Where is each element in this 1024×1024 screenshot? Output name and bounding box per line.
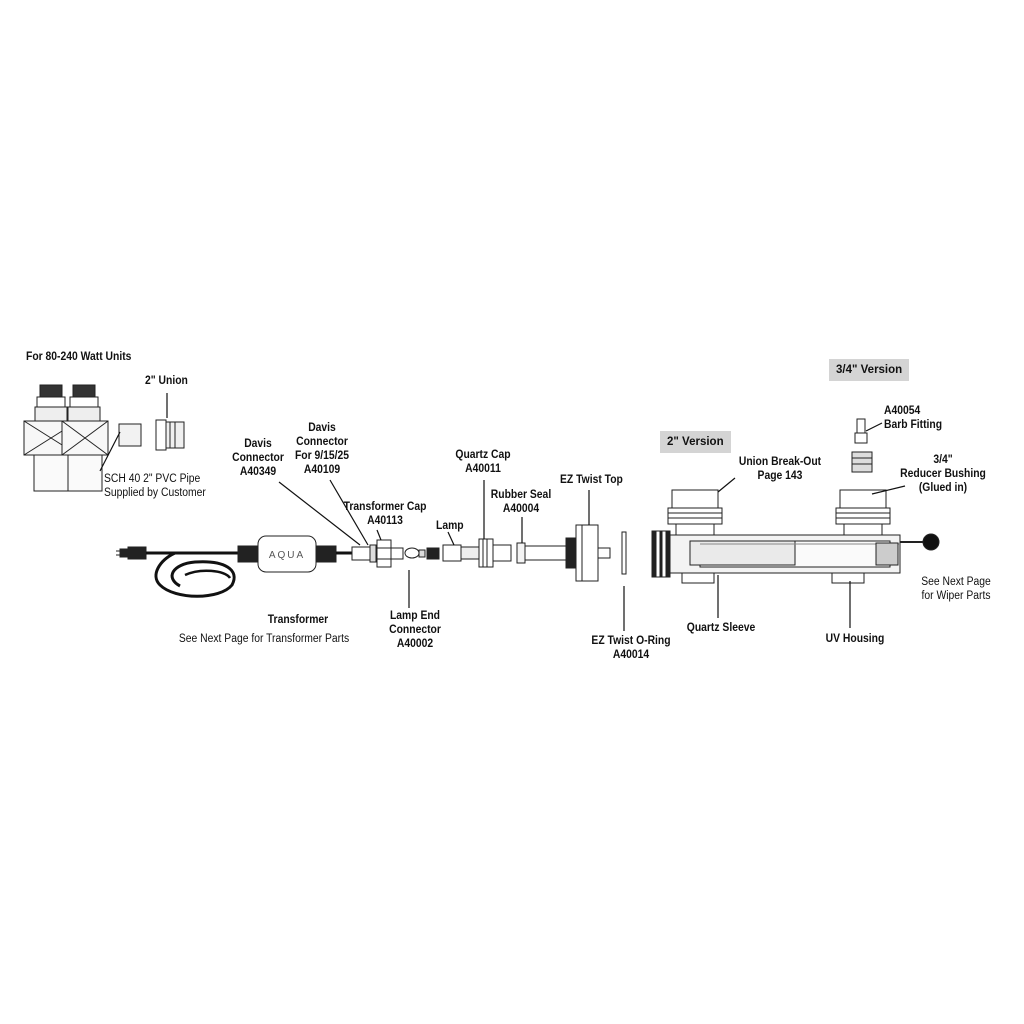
label-lamp: Lamp — [436, 520, 464, 532]
label-rubber-seal: Rubber Seal A40004 — [490, 489, 552, 515]
label-quartz-sleeve: Quartz Sleeve — [686, 622, 756, 634]
uv-housing — [651, 418, 940, 584]
leader-lines — [99, 393, 906, 631]
label-a40054-barb: A40054 Barb Fitting — [884, 405, 943, 431]
label-transformer-parts: See Next Page for Transformer Parts — [178, 633, 350, 645]
brand-logo: AQUA — [269, 550, 305, 561]
label-davis-a40109: Davis Connector For 9/15/25 A40109 — [294, 422, 350, 476]
label-davis-a40349: Davis Connector A40349 — [232, 438, 284, 478]
connector-chain — [351, 524, 627, 582]
badge-34in-version: 3/4" Version — [829, 359, 910, 381]
label-union-breakout: Union Break-Out Page 143 — [738, 456, 822, 482]
transformer — [116, 535, 352, 598]
tee-fittings-assembly — [23, 384, 185, 492]
label-wiper-parts: See Next Page for Wiper Parts — [921, 576, 991, 602]
label-transformer: Transformer — [267, 614, 329, 626]
label-uv-housing: UV Housing — [825, 633, 885, 645]
label-watt-units: For 80-240 Watt Units — [26, 351, 132, 363]
label-2in-union: 2" Union — [145, 375, 188, 387]
label-pvc-pipe: SCH 40 2" PVC Pipe Supplied by Customer — [104, 473, 206, 499]
label-ez-twist-top: EZ Twist Top — [560, 474, 623, 486]
label-quartz-cap: Quartz Cap A40011 — [455, 449, 511, 475]
label-reducer-bushing: 3/4" Reducer Bushing (Glued in) — [900, 454, 986, 494]
label-transformer-cap: Transformer Cap A40113 — [343, 501, 427, 527]
label-ez-twist-oring: EZ Twist O-Ring A40014 — [591, 635, 671, 661]
label-lamp-end-connector: Lamp End Connector A40002 — [389, 610, 441, 650]
badge-2in-version: 2" Version — [660, 431, 731, 453]
